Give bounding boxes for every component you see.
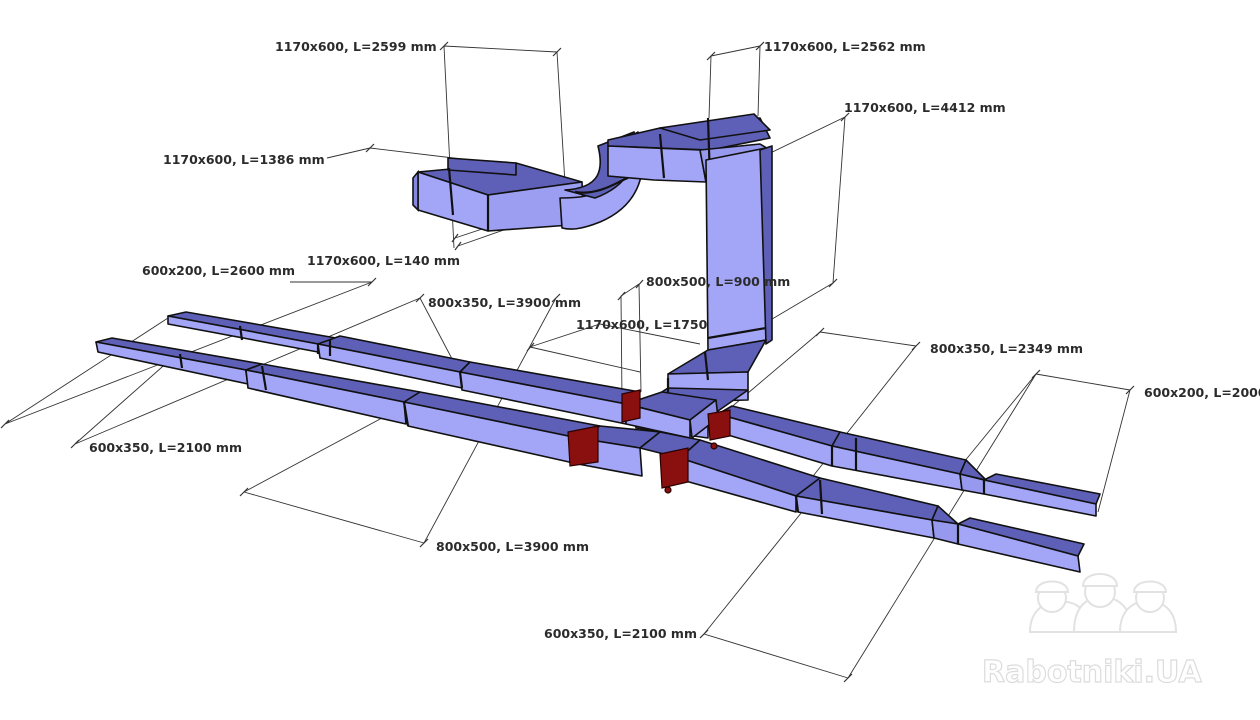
watermark-logo: Rabotniki.UA — [981, 573, 1203, 691]
label-riser-4412: 1170x600, L=4412 mm — [844, 100, 1006, 115]
worker-helmets-icon — [1028, 573, 1178, 633]
watermark-text: Rabotniki.UA — [982, 655, 1202, 690]
damper-4 — [659, 447, 689, 489]
duct-run — [95, 113, 1101, 573]
label-duct-140: 1170x600, L=140 mm — [307, 253, 460, 268]
junction-tee — [625, 391, 719, 459]
label-duct-600x200-2000: 600x200, L=2000 — [1144, 385, 1260, 400]
dimension-labels: 1170x600, L=2599 mm 1170x600, L=2562 mm … — [89, 39, 1260, 641]
left-duct-600x350 — [95, 337, 263, 385]
label-duct-1750: 1170x600, L=1750 — [576, 317, 708, 332]
damper-1 — [621, 389, 641, 423]
label-duct-800x350-2349: 800x350, L=2349 mm — [930, 341, 1083, 356]
label-top-duct-2599: 1170x600, L=2599 mm — [275, 39, 437, 54]
label-top-duct-2562: 1170x600, L=2562 mm — [764, 39, 926, 54]
vertical-riser-duct — [705, 145, 773, 351]
label-duct-600x350-bottom: 600x350, L=2100 mm — [544, 626, 697, 641]
damper-2 — [567, 425, 599, 467]
label-duct-800x500-3900: 800x500, L=3900 mm — [436, 539, 589, 554]
right-lower-branch — [679, 439, 1085, 573]
upper-duct-1386 — [412, 157, 585, 232]
label-duct-600x350-left: 600x350, L=2100 mm — [89, 440, 242, 455]
label-duct-800x500-900: 800x500, L=900 mm — [646, 274, 790, 289]
label-duct-800x350-3900: 800x350, L=3900 mm — [428, 295, 581, 310]
dampers — [567, 389, 731, 494]
damper-3 — [707, 409, 731, 441]
upper-branch-800x350 — [317, 335, 641, 425]
right-upper-branch — [717, 405, 1101, 517]
left-duct-600x200 — [167, 311, 337, 354]
label-duct-1386: 1170x600, L=1386 mm — [163, 152, 325, 167]
lower-main-800x500 — [245, 363, 661, 477]
label-duct-600x200-2600: 600x200, L=2600 mm — [142, 263, 295, 278]
